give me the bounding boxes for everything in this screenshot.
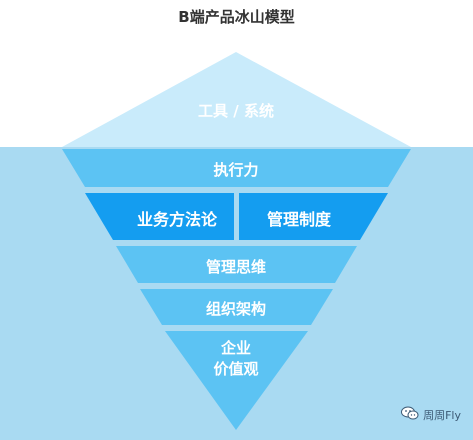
watermark-text: 周周Fly bbox=[423, 409, 461, 422]
layer-thinking-shape bbox=[116, 246, 357, 283]
watermark: 周周Fly bbox=[401, 406, 461, 424]
label-execution: 执行力 bbox=[213, 161, 259, 179]
label-structure: 组织架构 bbox=[205, 300, 266, 318]
layer-management-shape bbox=[239, 193, 388, 240]
label-values-line1: 企业 bbox=[220, 339, 251, 357]
layer-methodology-shape bbox=[85, 193, 234, 240]
diagram-title: B端产品冰山模型 bbox=[178, 8, 295, 26]
label-thinking: 管理思维 bbox=[205, 258, 266, 276]
label-values-line2: 价值观 bbox=[213, 360, 259, 378]
label-methodology: 业务方法论 bbox=[136, 210, 217, 229]
wechat-icon bbox=[401, 406, 419, 424]
label-tip: 工具 / 系统 bbox=[198, 102, 274, 120]
iceberg-tip bbox=[62, 52, 411, 147]
layer-values-shape bbox=[165, 331, 308, 430]
label-management: 管理制度 bbox=[266, 210, 331, 229]
layer-execution-shape bbox=[62, 149, 411, 187]
layer-structure-shape bbox=[140, 289, 333, 325]
